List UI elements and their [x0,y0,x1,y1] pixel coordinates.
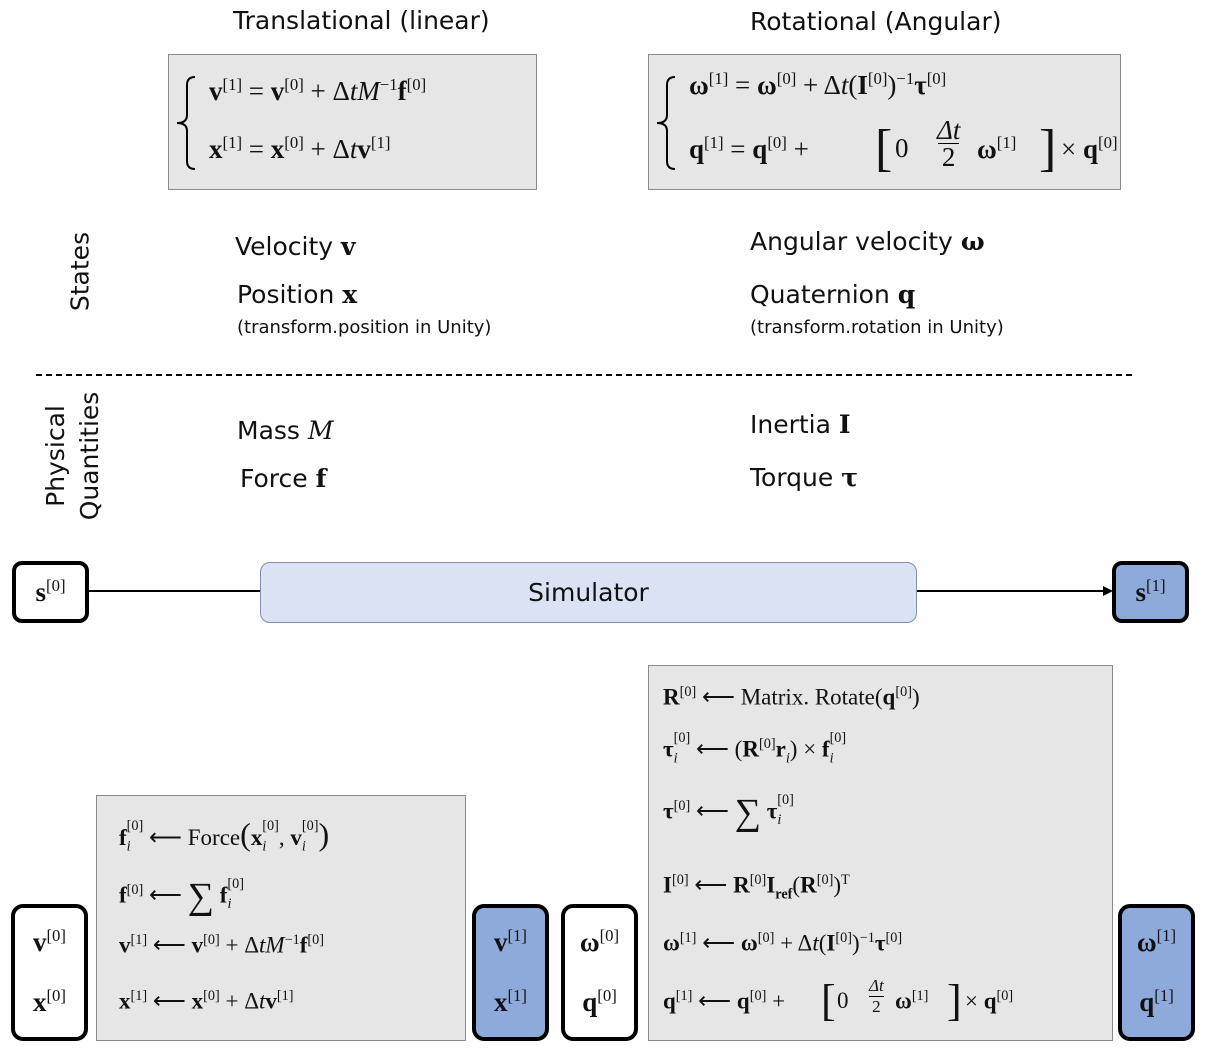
velocity-symbol: v [341,232,356,261]
v1-state: v[1] [493,926,527,957]
force-symbol: f [315,464,327,493]
position-update-eq: x[1] = x[0] + Δtv[1] [209,133,391,164]
position-unity-note: (transform.position in Unity) [237,317,492,338]
mass-symbol: M [307,416,334,445]
force-eval-step: fi[0] ⟵ Force(xi[0], vi[0]) [119,816,330,855]
angular-velocity-label: Angular velocity [750,227,953,256]
torque-symbol: τ [841,463,859,492]
rotational-input-states: ω[0] q[0] [561,904,638,1041]
left-brace-icon [176,76,196,170]
angular-velocity-state: Angular velocity ω [750,227,985,256]
force-label: Force [240,464,308,493]
velocity-integrate-step: v[1] ⟵ v[0] + ΔtM−1f[0] [119,932,325,958]
position-integrate-step: x[1] ⟵ x[0] + Δtv[1] [119,988,294,1014]
inertia-quantity: Inertia I [750,410,851,439]
force-sum-step: f[0] ⟵ ∑ fi[0] [119,875,245,916]
inertia-update-step: I[0] ⟵ R[0]Iref(R[0])T [663,872,850,903]
angular-velocity-symbol: ω [960,227,985,256]
translational-input-states: v[0] x[0] [11,904,88,1041]
q0-state: q[0] [582,986,617,1017]
torque-sum-step: τ[0] ⟵ ∑ τi[0] [663,791,794,832]
torque-label: Torque [750,463,834,492]
physical-quantities-label-line1: Physical [41,405,70,507]
section-divider [36,374,1132,376]
omega1-state: ω[1] [1136,926,1177,957]
states-label: States [65,231,95,312]
velocity-state: Velocity v [235,232,356,261]
inertia-label: Inertia [750,410,831,439]
rotational-algorithm: R[0] ⟵ Matrix. Rotate(q[0]) τi[0] ⟵ (R[0… [648,665,1113,1041]
simulator-block: Simulator [260,562,917,623]
rotation-unity-note: (transform.rotation in Unity) [750,317,1004,338]
position-symbol: x [342,280,358,309]
translational-header: Translational (linear) [233,6,490,35]
arrow-head-icon [1103,586,1113,596]
simulator-flow-arrow [89,586,1113,596]
physical-quantities-label: Physical Quantities [30,392,120,521]
mass-quantity: Mass M [237,416,334,445]
quaternion-symbol: q [897,280,916,309]
input-state-s0: s[0] [12,561,89,623]
force-quantity: Force f [240,464,326,493]
translational-algorithm: fi[0] ⟵ Force(xi[0], vi[0]) f[0] ⟵ ∑ fi[… [96,795,466,1041]
rotational-update-equations: ω[1] = ω[0] + Δt(I[0])−1τ[0] q[1] = q[0]… [648,54,1121,190]
rotation-matrix-step: R[0] ⟵ Matrix. Rotate(q[0]) [663,684,920,710]
mass-label: Mass [237,416,300,445]
position-state: Position x [237,280,357,309]
v0-state: v[0] [32,926,66,957]
output-state-s1: s[1] [1112,561,1189,623]
quaternion-state: Quaternion q [750,280,915,309]
position-label: Position [237,280,335,309]
x1-state: x[1] [493,986,527,1017]
velocity-label: Velocity [235,232,334,261]
inertia-symbol: I [838,410,851,439]
torque-quantity: Torque τ [750,463,858,492]
torque-eval-step: τi[0] ⟵ (R[0]ri) × fi[0] [663,730,847,767]
rotational-output-states: ω[1] q[1] [1118,904,1195,1041]
angular-velocity-integrate-step: ω[1] ⟵ ω[0] + Δt(I[0])−1τ[0] [663,930,903,956]
omega0-state: ω[0] [579,926,620,957]
x0-state: x[0] [32,986,66,1017]
quaternion-label: Quaternion [750,280,890,309]
physical-quantities-label-line2: Quantities [75,391,104,521]
translational-output-states: v[1] x[1] [472,904,549,1041]
translational-update-equations: v[1] = v[0] + ΔtM−1f[0] x[1] = x[0] + Δt… [168,54,537,190]
rotational-header: Rotational (Angular) [750,7,1002,36]
left-brace-icon [656,76,676,170]
q1-state: q[1] [1139,986,1174,1017]
simulator-label: Simulator [528,578,649,607]
angular-velocity-update-eq: ω[1] = ω[0] + Δt(I[0])−1τ[0] [689,69,947,100]
velocity-update-eq: v[1] = v[0] + ΔtM−1f[0] [209,75,427,106]
